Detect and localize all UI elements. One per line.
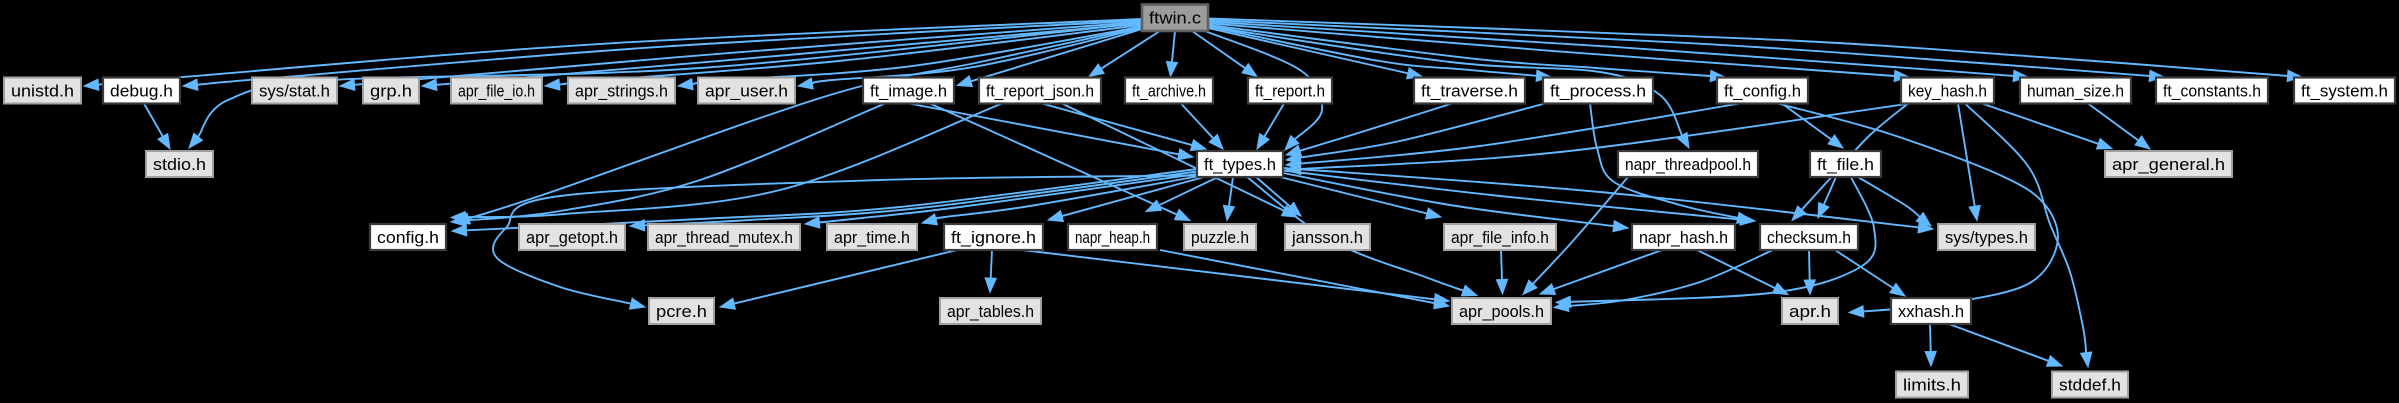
- svg-text:stdio.h: stdio.h: [153, 156, 206, 174]
- svg-text:ft_image.h: ft_image.h: [870, 82, 947, 100]
- svg-text:ft_types.h: ft_types.h: [1204, 156, 1276, 174]
- svg-text:config.h: config.h: [377, 229, 439, 247]
- svg-text:ft_archive.h: ft_archive.h: [1132, 82, 1206, 100]
- svg-text:apr_strings.h: apr_strings.h: [575, 82, 668, 100]
- svg-text:napr_threadpool.h: napr_threadpool.h: [1625, 156, 1751, 174]
- svg-text:ft_constants.h: ft_constants.h: [2163, 82, 2261, 100]
- svg-text:apr.h: apr.h: [1789, 303, 1831, 321]
- svg-text:checksum.h: checksum.h: [1767, 229, 1851, 247]
- svg-text:ft_process.h: ft_process.h: [1550, 82, 1646, 100]
- svg-text:ftwin.c: ftwin.c: [1149, 10, 1201, 28]
- svg-text:key_hash.h: key_hash.h: [1908, 82, 1987, 100]
- svg-text:sys/stat.h: sys/stat.h: [259, 82, 330, 100]
- svg-text:ft_file.h: ft_file.h: [1817, 156, 1874, 174]
- svg-text:unistd.h: unistd.h: [11, 82, 74, 100]
- svg-text:xxhash.h: xxhash.h: [1898, 303, 1964, 321]
- svg-text:ft_config.h: ft_config.h: [1724, 82, 1801, 100]
- svg-text:apr_file_io.h: apr_file_io.h: [458, 82, 535, 100]
- svg-text:apr_getopt.h: apr_getopt.h: [526, 229, 618, 247]
- svg-text:apr_tables.h: apr_tables.h: [947, 303, 1034, 321]
- svg-text:ft_report.h: ft_report.h: [1255, 82, 1325, 100]
- svg-text:apr_user.h: apr_user.h: [705, 82, 788, 100]
- svg-text:debug.h: debug.h: [110, 82, 173, 100]
- svg-text:napr_hash.h: napr_hash.h: [1639, 229, 1728, 247]
- svg-text:napr_heap.h: napr_heap.h: [1075, 229, 1150, 247]
- svg-text:ft_system.h: ft_system.h: [2301, 82, 2388, 100]
- svg-text:ft_ignore.h: ft_ignore.h: [951, 229, 1036, 247]
- svg-text:pcre.h: pcre.h: [656, 303, 707, 321]
- svg-text:limits.h: limits.h: [1903, 376, 1961, 394]
- svg-text:apr_file_info.h: apr_file_info.h: [1451, 229, 1549, 247]
- svg-text:puzzle.h: puzzle.h: [1191, 229, 1249, 247]
- svg-text:sys/types.h: sys/types.h: [1945, 229, 2028, 247]
- svg-text:stddef.h: stddef.h: [2059, 376, 2121, 394]
- svg-text:ft_traverse.h: ft_traverse.h: [1421, 82, 1518, 100]
- svg-text:apr_time.h: apr_time.h: [834, 229, 910, 247]
- svg-text:apr_pools.h: apr_pools.h: [1459, 303, 1544, 321]
- svg-text:ft_report_json.h: ft_report_json.h: [986, 82, 1094, 100]
- svg-text:jansson.h: jansson.h: [1291, 229, 1363, 247]
- svg-text:apr_general.h: apr_general.h: [2112, 156, 2225, 174]
- svg-text:grp.h: grp.h: [370, 82, 412, 100]
- svg-text:apr_thread_mutex.h: apr_thread_mutex.h: [655, 229, 793, 247]
- svg-text:human_size.h: human_size.h: [2027, 82, 2124, 100]
